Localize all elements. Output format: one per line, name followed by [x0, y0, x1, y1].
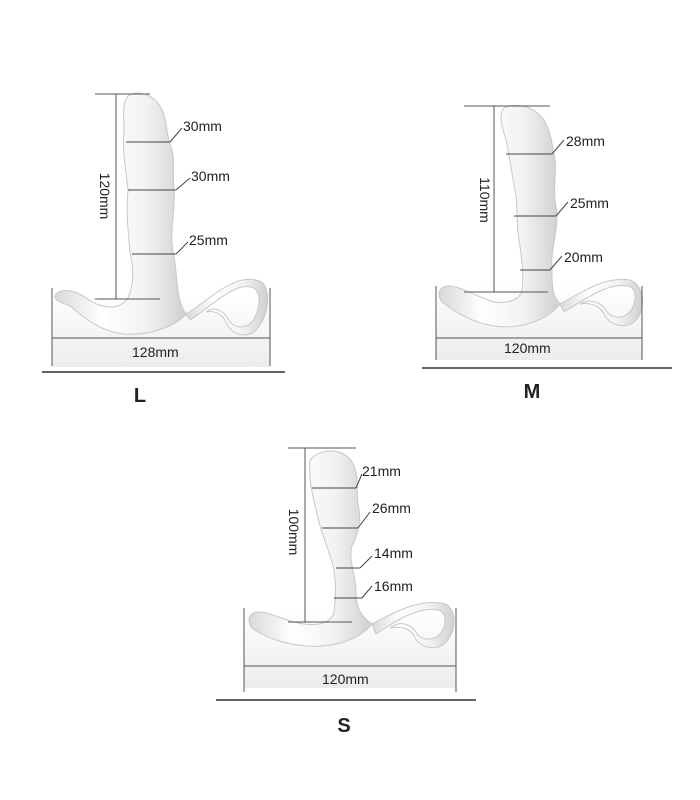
product-s-size-label: S	[337, 715, 350, 737]
product-l-diameter-1: 30mm	[183, 118, 222, 134]
product-s-diameter-3: 14mm	[374, 545, 413, 561]
product-s: 21mm 26mm 14mm 16mm 120mm 100mm S	[216, 447, 476, 737]
product-s-diameter-2: 26mm	[372, 500, 411, 516]
product-s-diameter-1: 21mm	[362, 463, 401, 479]
product-m-diameter-2: 25mm	[570, 195, 609, 211]
product-l-size-label: L	[134, 385, 146, 407]
product-m-diameter-3: 20mm	[564, 249, 603, 265]
product-s-shape	[248, 450, 373, 647]
product-l-handle	[185, 278, 269, 336]
product-l-width: 128mm	[132, 344, 179, 360]
product-l-shape	[54, 92, 187, 335]
product-l-diameter-3: 25mm	[189, 232, 228, 248]
product-m-height: 110mm	[477, 177, 493, 223]
product-s-handle	[371, 601, 455, 649]
product-l: 30mm 30mm 25mm 128mm 120mm L	[42, 92, 285, 407]
product-m-shape	[438, 104, 561, 328]
product-s-width: 120mm	[322, 671, 369, 687]
product-l-diameter-2: 30mm	[191, 168, 230, 184]
product-s-diameter-4: 16mm	[374, 578, 413, 594]
product-m: 28mm 25mm 20mm 120mm 110mm M	[422, 104, 672, 403]
product-m-width: 120mm	[504, 340, 551, 356]
product-m-size-label: M	[524, 381, 541, 403]
product-m-handle	[559, 278, 643, 327]
product-m-diameter-1: 28mm	[566, 133, 605, 149]
product-l-height: 120mm	[97, 173, 113, 220]
product-s-height: 100mm	[286, 509, 302, 556]
